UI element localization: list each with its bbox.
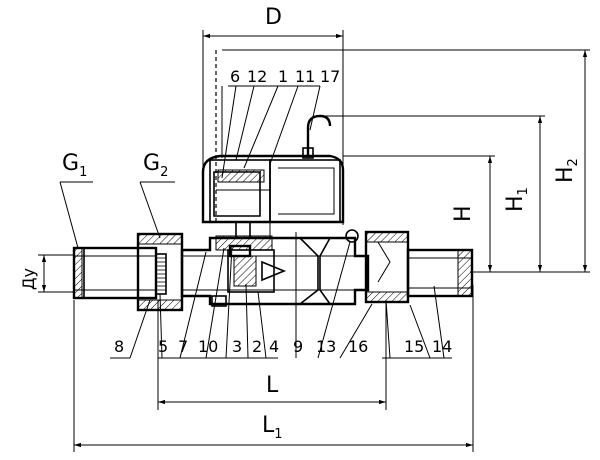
- callout-leaders-bottom: [110, 232, 452, 359]
- svg-text:L1: L1: [262, 413, 283, 442]
- callout-14: 14: [432, 337, 452, 356]
- dim-H2-main: H: [553, 166, 578, 183]
- thread-G2-main: G: [143, 151, 160, 176]
- svg-text:G2: G2: [143, 151, 168, 180]
- callout-2: 2: [252, 337, 262, 356]
- svg-text:H1: H1: [503, 187, 531, 212]
- pulse-wire: [302, 114, 332, 159]
- callout-1: 1: [278, 67, 288, 86]
- callout-10: 10: [198, 337, 218, 356]
- thread-labels: G1 G2: [59, 151, 175, 249]
- dim-L1-sub: 1: [274, 427, 282, 442]
- dim-H1-sub: 1: [516, 187, 531, 195]
- callout-8: 8: [114, 337, 124, 356]
- dim-H2-sub: 2: [566, 158, 581, 166]
- callout-5: 5: [158, 337, 168, 356]
- callout-17: 17: [320, 67, 340, 86]
- callout-3: 3: [232, 337, 242, 356]
- callout-11: 11: [295, 67, 315, 86]
- callout-13: 13: [316, 337, 336, 356]
- callout-leaders-top: [221, 85, 321, 179]
- dim-L-label: L: [266, 373, 279, 398]
- callout-15: 15: [404, 337, 424, 356]
- svg-text:G1: G1: [62, 151, 87, 180]
- meter-body: [72, 229, 474, 312]
- dimension-Du: Ду: [19, 254, 74, 293]
- dim-D-label: D: [265, 5, 282, 30]
- dim-L1-main: L: [262, 413, 275, 438]
- dimension-heights: H H1 H2: [222, 49, 590, 273]
- callout-12: 12: [247, 67, 267, 86]
- thread-G1-main: G: [62, 151, 79, 176]
- thread-G1-sub: 1: [79, 165, 87, 180]
- counter-head: [201, 50, 345, 239]
- dim-Du-label: Ду: [19, 268, 38, 290]
- callout-6: 6: [230, 67, 240, 86]
- callout-7: 7: [178, 337, 188, 356]
- thread-G2-sub: 2: [160, 165, 168, 180]
- dimension-L1: L1: [73, 285, 474, 452]
- dimension-L: L: [157, 300, 387, 410]
- callout-16: 16: [348, 337, 368, 356]
- callout-9: 9: [293, 337, 303, 356]
- callout-4: 4: [269, 337, 279, 356]
- dim-H1-main: H: [503, 195, 528, 212]
- svg-text:H2: H2: [553, 158, 581, 183]
- dim-H-label: H: [451, 205, 476, 222]
